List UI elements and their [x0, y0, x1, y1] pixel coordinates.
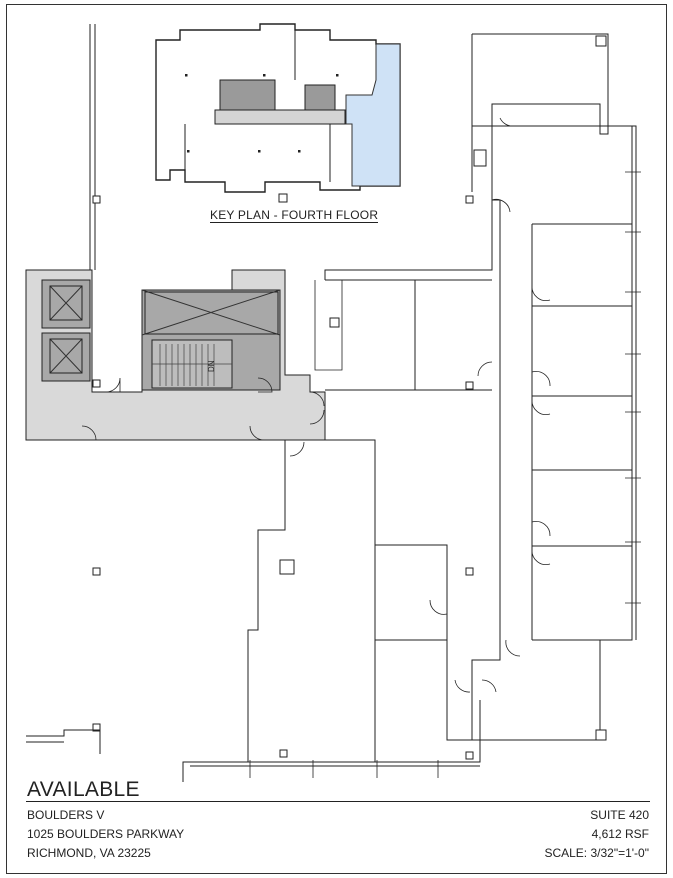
south-wall — [190, 700, 481, 767]
lower-offices — [325, 439, 472, 762]
upper-left-room — [314, 280, 343, 371]
elevator-2 — [41, 332, 91, 382]
east-wall — [471, 125, 633, 741]
left-column-wall — [89, 24, 96, 270]
suite-number: SUITE 420 — [590, 808, 649, 822]
building-info: BOULDERS V 1025 BOULDERS PARKWAY RICHMON… — [27, 806, 184, 863]
detail-bracket — [26, 729, 101, 754]
suite-info: SUITE 420 4,612 RSF SCALE: 3/32"=1'-0" — [544, 806, 649, 863]
building-address: 1025 BOULDERS PARKWAY — [27, 827, 185, 841]
key-plan-label: KEY PLAN - FOURTH FLOOR — [210, 208, 379, 223]
suite-highlight — [345, 43, 401, 187]
suite-west-wall — [182, 440, 286, 782]
key-plan — [155, 23, 401, 203]
office-walls — [325, 223, 632, 641]
sheet-border — [6, 4, 667, 874]
elevator-1 — [41, 279, 91, 329]
drawing-scale: SCALE: 3/32"=1'-0" — [544, 846, 649, 860]
building-name: BOULDERS V — [27, 808, 105, 822]
stair-dn-label: DN — [207, 360, 216, 372]
suite-area: 4,612 RSF — [591, 827, 649, 841]
footer-divider — [26, 801, 650, 802]
building-city: RICHMOND, VA 23225 — [27, 846, 151, 860]
availability-status: AVAILABLE — [27, 778, 140, 801]
